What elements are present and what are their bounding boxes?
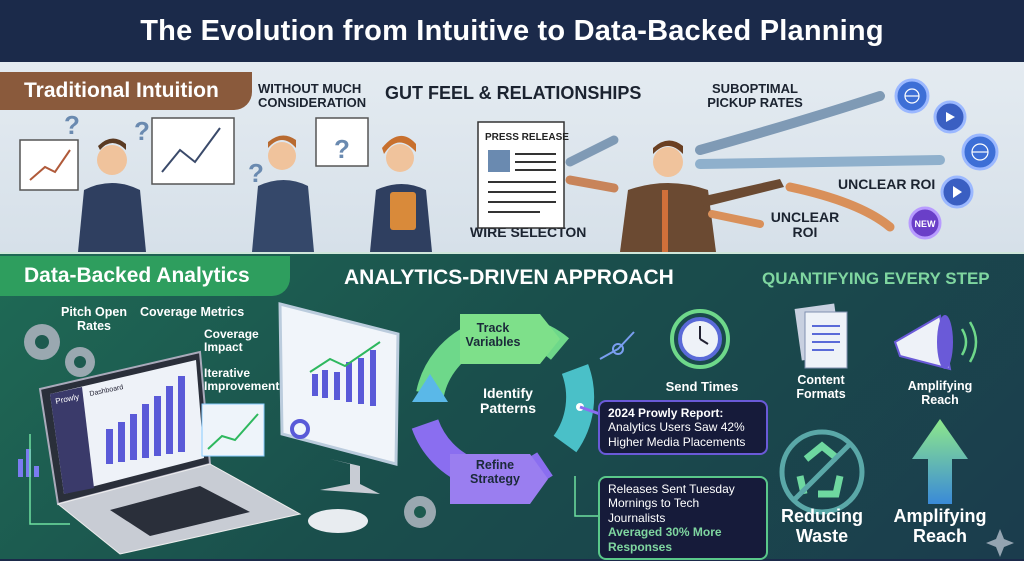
new-badge-icon (908, 206, 942, 240)
report-callout-title: 2024 Prowly Report: (608, 406, 724, 420)
svg-text:?: ? (134, 116, 150, 146)
analytics-tab: Data-Backed Analytics (0, 256, 290, 296)
quantifying-heading: QUANTIFYING EVERY STEP (762, 269, 990, 288)
reducing-waste-label: Reducing Waste (780, 506, 863, 546)
sparkle-icon (986, 529, 1014, 557)
floating-chart-card (201, 403, 265, 457)
traditional-illustration: ???? PRESS RELEASE NEW (19, 78, 999, 252)
without-consideration-label: WITHOUT MUCH CONSIDERATION (258, 81, 367, 110)
approach-heading: ANALYTICS-DRIVEN APPROACH (344, 266, 674, 289)
distribution-arrows (565, 91, 945, 232)
report-callout-body: Analytics Users Saw 42% Higher Media Pla… (608, 420, 746, 449)
pitch-open-rates-label: Pitch Open Rates (61, 305, 127, 333)
suboptimal-label: SUBOPTIMAL PICKUP RATES (707, 81, 803, 110)
title-bar: The Evolution from Intuitive to Data-Bac… (0, 0, 1024, 62)
report-callout: 2024 Prowly Report: Analytics Users Saw … (598, 400, 768, 456)
cycle-step-identify: Identify Patterns (479, 385, 537, 417)
page-title: The Evolution from Intuitive to Data-Bac… (140, 14, 884, 47)
person-silhouette (78, 135, 784, 252)
send-times-label: Send Times (665, 379, 739, 394)
up-arrow-icon (912, 419, 968, 504)
cycle-step-refine: Refine Strategy (469, 458, 521, 486)
clock-icon (670, 309, 730, 369)
no-waste-icon (779, 429, 865, 515)
analytics-illustration: Prowly Dashboard (18, 302, 1014, 557)
question-mark: ? (64, 110, 80, 140)
analytics-section: Data-Backed Analytics ANALYTICS-DRIVEN A… (0, 252, 1024, 560)
laptop: Prowly Dashboard (38, 350, 302, 555)
svg-text:?: ? (334, 134, 350, 164)
new-badge: NEW (915, 219, 937, 229)
cycle-step-track: Track Variables (465, 321, 521, 349)
cycle-arrow (412, 374, 448, 402)
svg-text:?: ? (248, 158, 264, 188)
gut-feel-heading: GUT FEEL & RELATIONSHIPS (385, 83, 642, 103)
cycle-diagram (411, 314, 635, 517)
coverage-metrics-label: Coverage Metrics (140, 305, 245, 319)
amplifying-reach-large-label: Amplifying Reach (893, 506, 987, 546)
mouse (308, 509, 368, 533)
tuesday-callout: Releases Sent Tuesday Mornings to Tech J… (598, 476, 768, 560)
refine-strategy-arrow (450, 454, 548, 504)
content-formats-label: Content Formats (796, 373, 846, 401)
channel-icons: NEW (894, 78, 999, 240)
traditional-tab: Traditional Intuition (0, 72, 252, 110)
monitor (278, 302, 400, 533)
tuesday-callout-highlight: Averaged 30% More Responses (608, 525, 722, 554)
amplifying-reach-label: Amplifying Reach (907, 379, 973, 407)
megaphone-icon (893, 314, 978, 371)
press-release-document: PRESS RELEASE (477, 121, 569, 229)
coverage-impact-label: Coverage Impact (204, 327, 259, 355)
tuesday-callout-body: Releases Sent Tuesday Mornings to Tech J… (608, 482, 735, 525)
traditional-section: Traditional Intuition WITHOUT MUCH CONSI… (0, 62, 1024, 252)
press-release-label: PRESS RELEASE (485, 132, 569, 143)
document-icon (794, 303, 848, 369)
track-variables-arrow (460, 314, 560, 364)
iterative-improvements-label: Iterative Improvements (204, 366, 287, 394)
unclear-roi-label: UNCLEAR ROI (838, 176, 936, 192)
unclear-roi-label: UNCLEAR ROI (770, 209, 840, 240)
